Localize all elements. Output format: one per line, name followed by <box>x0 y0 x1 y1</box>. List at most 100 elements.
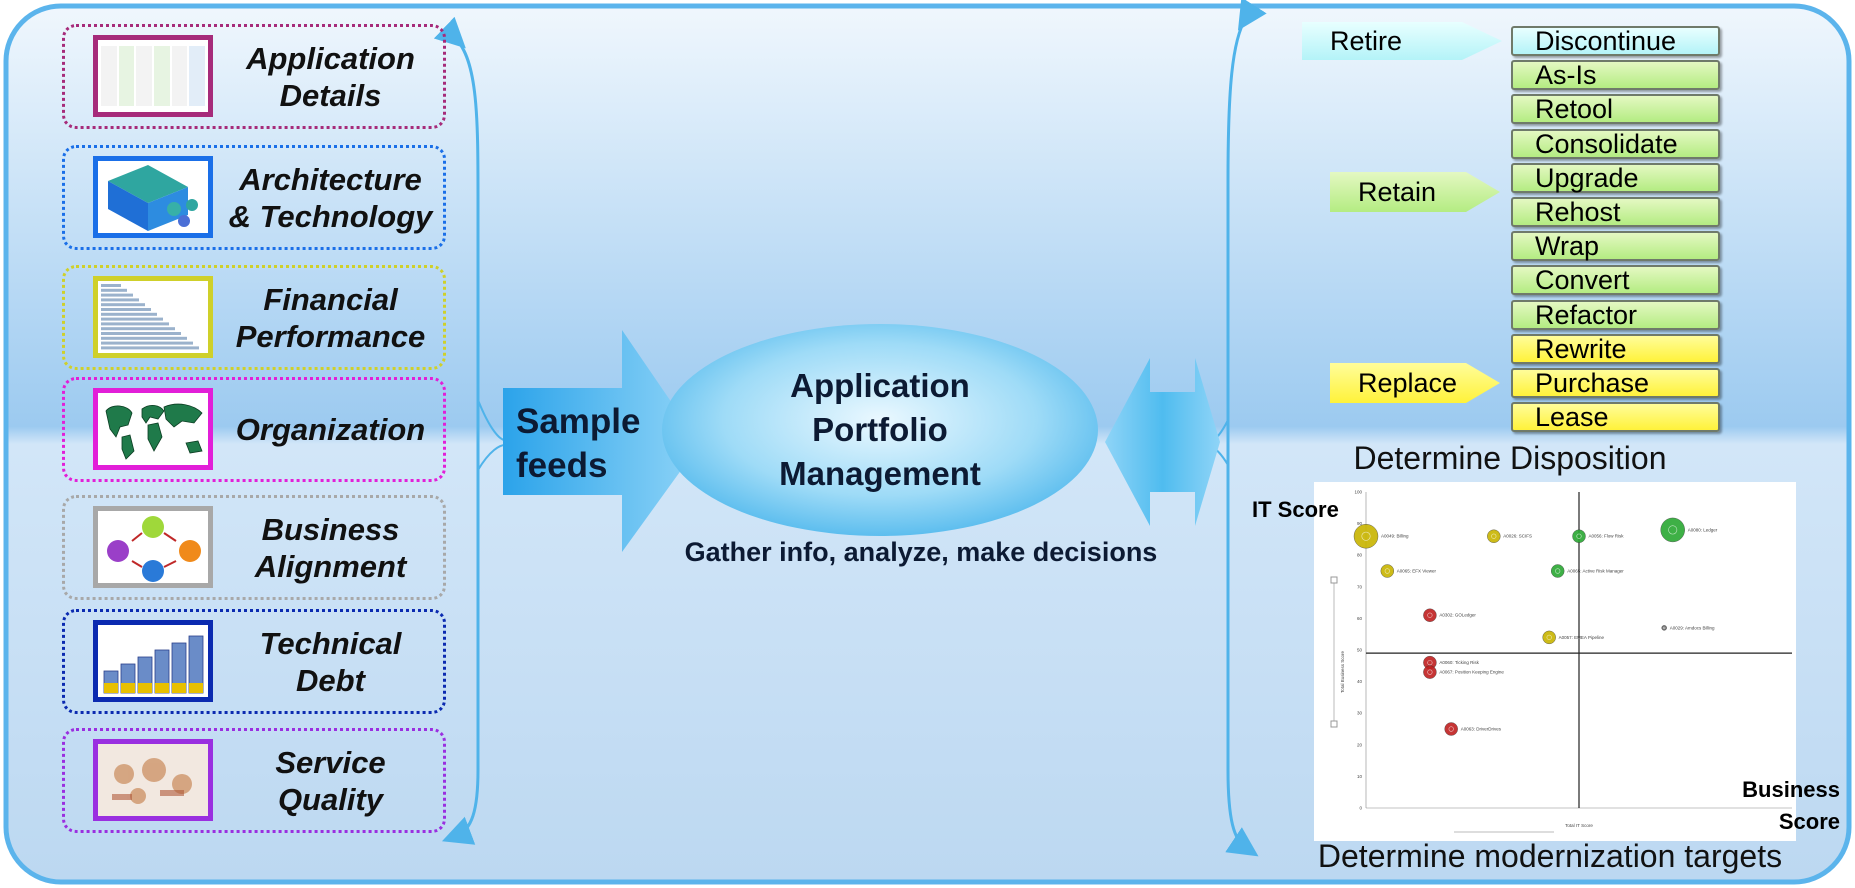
disposition-option: Purchase <box>1511 368 1720 398</box>
y-tick-label: 20 <box>1357 742 1363 747</box>
center-subtitle: Gather info, analyze, make decisions <box>684 537 1158 567</box>
category-box: Technical Debt <box>62 609 446 714</box>
disposition-option: Lease <box>1511 402 1720 433</box>
data-point-center <box>1427 612 1433 618</box>
right-bracket-arrow <box>1225 0 1267 857</box>
category-label: Financial Performance <box>235 281 426 354</box>
left-bracket-arrow <box>433 16 480 845</box>
category-box: Architecture & Technology <box>62 145 446 250</box>
data-point <box>1660 517 1685 543</box>
inner-x-axis-label: Total IT Score <box>1565 823 1593 828</box>
data-point-center <box>1448 726 1454 732</box>
data-point-label: A0026: SCIFS <box>1503 534 1532 539</box>
category-thumbnail <box>93 620 213 702</box>
category-thumbnail <box>93 35 213 117</box>
disposition-option: Upgrade <box>1511 162 1720 193</box>
data-point-label: A0029: Amdocs Billing <box>1670 625 1715 630</box>
data-point-center <box>1491 533 1497 539</box>
data-point-center <box>1555 568 1561 574</box>
double-arrow <box>1105 358 1220 526</box>
data-point-label: A0060: Ticking Risk <box>1439 660 1479 665</box>
data-point-label: A0065: Active Risk Manager <box>1567 569 1624 574</box>
category-box: Financial Performance <box>62 265 446 370</box>
disposition-option: Consolidate <box>1511 128 1720 159</box>
data-point-label: A0057: EMEA Pipeline <box>1559 635 1605 640</box>
sample-feeds-arrow <box>503 330 700 552</box>
data-point <box>1550 564 1565 578</box>
category-box: Organization <box>62 377 446 482</box>
disposition-option: Discontinue <box>1511 26 1720 56</box>
data-point-label: A0063: DriverDrives <box>1461 727 1502 732</box>
data-point <box>1353 524 1379 549</box>
business-score-label: Business Score <box>1742 777 1840 834</box>
it-score-label: IT Score <box>1252 497 1339 522</box>
disposition-option: Retool <box>1511 94 1720 125</box>
disposition-option: Rewrite <box>1511 333 1720 364</box>
category-thumbnail <box>93 739 213 821</box>
data-point <box>1661 625 1667 631</box>
category-label: Technical Debt <box>259 625 402 698</box>
data-point <box>1542 630 1556 645</box>
data-point-center <box>1663 626 1666 630</box>
sample-feeds-label: Sample feeds <box>516 402 641 485</box>
slider-handle <box>1330 576 1338 584</box>
data-point-center <box>1361 531 1371 541</box>
category-box: Service Quality <box>62 728 446 833</box>
modernization-title: Determine modernization targets <box>1317 838 1783 874</box>
data-point <box>1572 529 1586 543</box>
y-tick-label: 80 <box>1357 553 1363 558</box>
category-label: Business Alignment <box>254 511 407 584</box>
portfolio-ellipse <box>662 324 1098 536</box>
category-label: Service Quality <box>275 744 386 817</box>
y-tick-label: 30 <box>1357 711 1363 716</box>
category-thumbnail <box>93 388 213 470</box>
category-box: Business Alignment <box>62 495 446 600</box>
data-point-label: A0049: Billing <box>1381 534 1409 539</box>
data-point <box>1380 564 1395 578</box>
category-label: Application Details <box>246 40 415 113</box>
category-label: Architecture & Technology <box>228 161 433 234</box>
slider-handle <box>1330 720 1338 728</box>
y-tick-label: 10 <box>1357 774 1363 779</box>
disposition-group-retire: Retire <box>1302 22 1502 60</box>
disposition-group-retain: Retain <box>1330 172 1500 212</box>
disposition-title: Determine Disposition <box>1353 440 1667 476</box>
disposition-option: Wrap <box>1511 231 1720 262</box>
y-tick-label: 0 <box>1359 806 1362 811</box>
y-tick-label: 100 <box>1354 490 1362 495</box>
data-point-label: A0056: Flow Risk <box>1589 534 1625 539</box>
data-point-center <box>1546 634 1552 640</box>
y-tick-label: 50 <box>1357 648 1363 653</box>
y-tick-label: 40 <box>1357 679 1363 684</box>
data-point-label: A0065: EFX Viewer <box>1397 569 1437 574</box>
disposition-option: Convert <box>1511 265 1720 296</box>
y-tick-label: 70 <box>1357 584 1363 589</box>
category-label: Organization <box>235 412 426 447</box>
disposition-option: Refactor <box>1511 299 1720 330</box>
data-point-center <box>1668 525 1678 535</box>
disposition-option: As-Is <box>1511 60 1720 91</box>
data-point-center <box>1384 568 1390 574</box>
data-point-label: A0067: Position Keeping Engine <box>1439 670 1504 675</box>
data-point-label: A0080: Ledger <box>1688 527 1718 532</box>
data-point <box>1444 722 1458 736</box>
data-point-center <box>1576 533 1582 539</box>
data-point <box>1423 665 1437 679</box>
disposition-option: Rehost <box>1511 197 1720 227</box>
data-point-center <box>1427 660 1433 666</box>
inner-y-axis-label: Total Business Score <box>1340 650 1345 693</box>
category-thumbnail <box>93 276 213 358</box>
y-tick-label: 60 <box>1357 616 1363 621</box>
category-thumbnail <box>93 156 213 238</box>
center-title: Application Portfolio Management <box>779 367 981 492</box>
y-tick-label: 90 <box>1357 521 1363 526</box>
category-box: Application Details <box>62 24 446 129</box>
data-point-label: A0302: GOLedger <box>1439 613 1476 618</box>
data-point <box>1487 529 1501 543</box>
category-thumbnail <box>93 506 213 588</box>
disposition-group-replace: Replace <box>1330 363 1500 403</box>
data-point-center <box>1427 669 1433 675</box>
